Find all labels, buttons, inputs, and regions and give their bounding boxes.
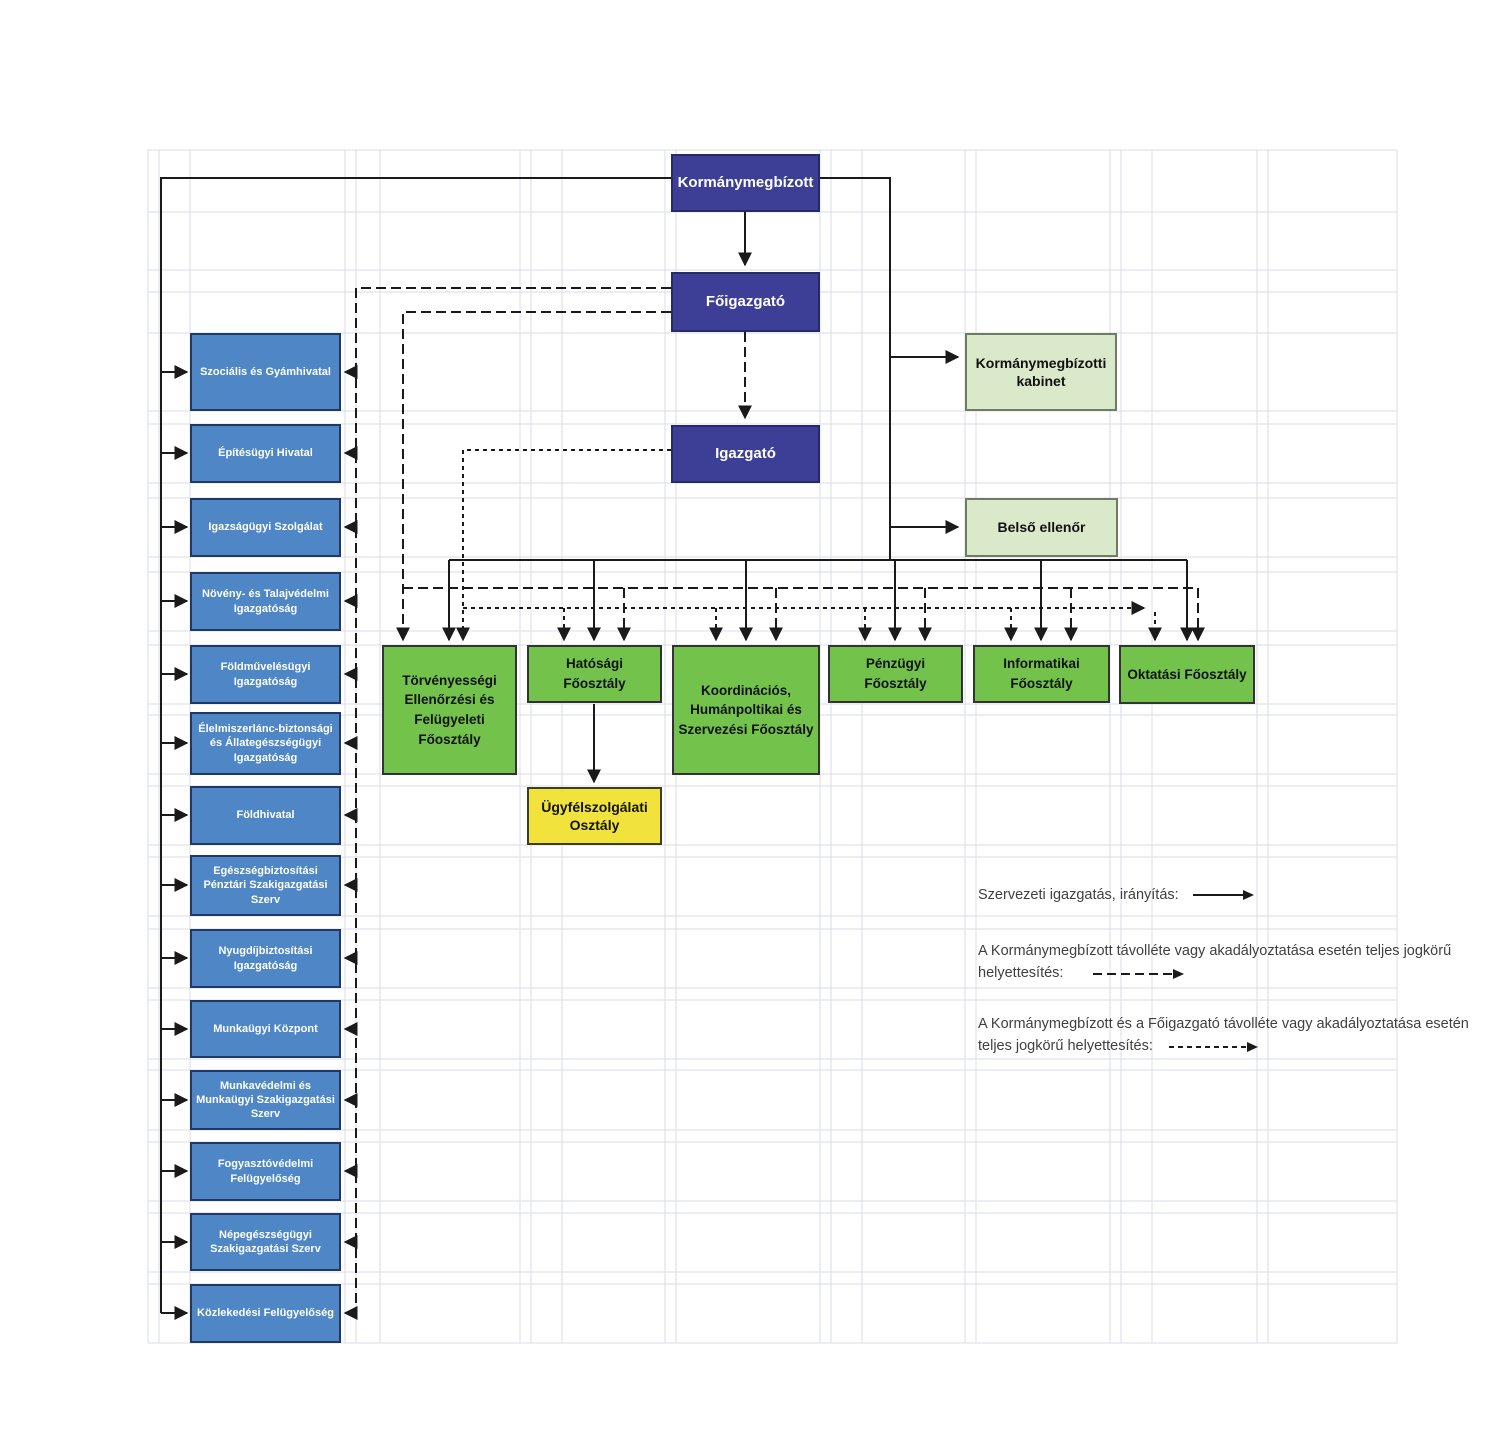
node-kormanymegbizotti-kabinet: Kormánymegbízotti kabinet xyxy=(965,333,1117,411)
fine-dashed-arrow-sample xyxy=(1168,1041,1258,1052)
node-koordinacios-foosztaly: Koordinációs, Humánpoltikai és Szervezés… xyxy=(672,645,820,775)
node-fogyasztovedelmi-felugyeloseg: Fogyasztóvédelmi Felügyelőség xyxy=(190,1142,341,1201)
node-kormanymegbizott: Kormánymegbízott xyxy=(671,154,820,212)
node-informatikai-foosztaly: Informatikai Főosztály xyxy=(973,645,1110,703)
node-nyugdijbiztositasi: Nyugdíjbiztosítási Igazgatóság xyxy=(190,929,341,988)
node-belso-ellenor: Belső ellenőr xyxy=(965,498,1118,557)
fine-dashed-connectors xyxy=(456,449,1162,642)
node-noveny-es-talajvedelmi: Növény- és Talajvédelmi Igazgatóság xyxy=(190,572,341,631)
legend-fine-dashed-text: A Kormánymegbízott és a Főigazgató távol… xyxy=(978,1016,1469,1055)
node-hatosagi-foosztaly: Hatósági Főosztály xyxy=(527,645,662,703)
legend-dashed: A Kormánymegbízott távolléte vagy akadál… xyxy=(978,940,1456,985)
node-kozlekedesi-felugyeloseg: Közlekedési Felügyelőség xyxy=(190,1284,341,1343)
node-penzugyi-foosztaly: Pénzügyi Főosztály xyxy=(828,645,963,703)
node-egeszsegbiztositasi-penztari: Egészségbiztosítási Pénztári Szakigazgat… xyxy=(190,855,341,916)
legend-fine-dashed: A Kormánymegbízott és a Főigazgató távol… xyxy=(978,1013,1483,1058)
legend-solid-text: Szervezeti igazgatás, irányítás: xyxy=(978,887,1179,903)
node-elelmiszerlanc-biztonsagi: Élelmiszerlánc-biztonsági és Állategészs… xyxy=(190,712,341,775)
node-oktatasi-foosztaly: Oktatási Főosztály xyxy=(1119,645,1255,704)
node-munkavedelmi-es-munkaugyi: Munkavédelmi és Munkaügyi Szakigazgatási… xyxy=(190,1070,341,1130)
node-igazgato: Igazgató xyxy=(671,425,820,483)
node-munkaugyi-kozpont: Munkaügyi Központ xyxy=(190,1000,341,1058)
node-igazsagugyi-szolgalat: Igazságügyi Szolgálat xyxy=(190,498,341,557)
node-foldhivatal: Földhivatal xyxy=(190,786,341,845)
solid-arrow-sample xyxy=(1192,890,1254,901)
node-ugyfelszolgalati-osztaly: Ügyfélszolgálati Osztály xyxy=(527,787,662,845)
legend-solid: Szervezeti igazgatás, irányítás: xyxy=(978,884,1448,906)
node-torvenyessegi-foosztaly: Törvényességi Ellenőrzési és Felügyeleti… xyxy=(382,645,517,775)
node-nepegeszsegugyi: Népegészségügyi Szakigazgatási Szerv xyxy=(190,1213,341,1271)
dashed-connectors xyxy=(343,287,1205,1320)
node-epitesugyi-hivatal: Építésügyi Hivatal xyxy=(190,424,341,483)
legend-dashed-text: A Kormánymegbízott távolléte vagy akadál… xyxy=(978,943,1452,982)
dashed-arrow-sample xyxy=(1093,968,1185,979)
node-szocialis-es-gyamhivatal: Szociális és Gyámhivatal xyxy=(190,333,341,411)
solid-connectors xyxy=(160,177,1194,1320)
node-foldmuvelesugyi: Földművelésügyi Igazgatóság xyxy=(190,645,341,704)
node-foigazgato: Főigazgató xyxy=(671,272,820,332)
